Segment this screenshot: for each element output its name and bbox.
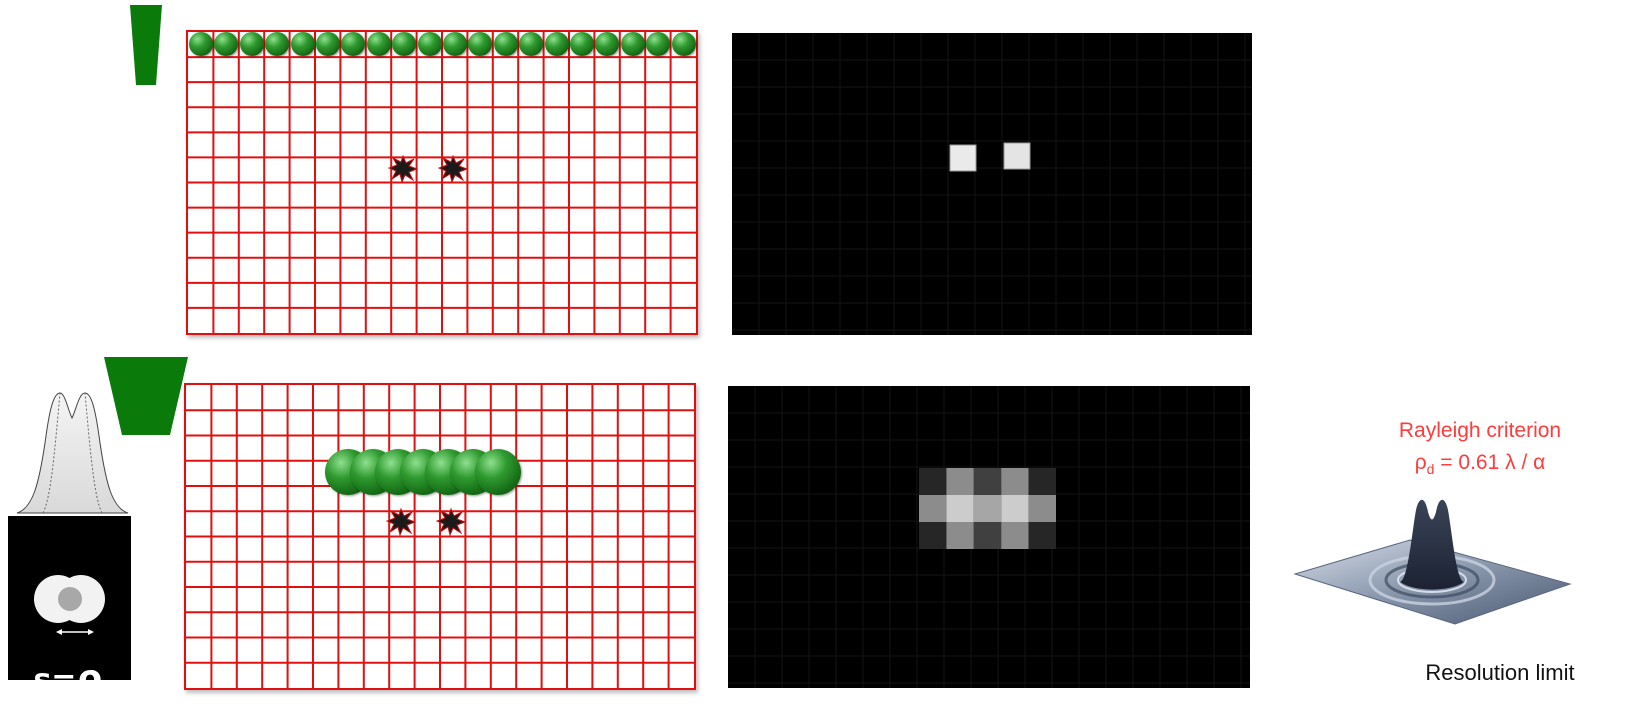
blurred-pixel [946, 522, 973, 549]
fluorescent-bead [672, 32, 696, 56]
bottom-camera-image [728, 386, 1250, 688]
sample-particle-icon [438, 155, 468, 183]
blurred-pixel [1001, 495, 1028, 522]
fluorescent-bead [418, 32, 442, 56]
sample-particle-icon [388, 155, 418, 183]
fluorescent-bead [341, 32, 365, 56]
fluorescent-bead [291, 32, 315, 56]
blurred-pixel [974, 522, 1001, 549]
fluorescent-bead [265, 32, 289, 56]
blurred-pixel [974, 495, 1001, 522]
blurred-pixel [1001, 468, 1028, 495]
top-bead-row [186, 30, 698, 60]
fluorescent-bead [240, 32, 264, 56]
blurred-pixel [1029, 495, 1056, 522]
blurred-pixel [919, 468, 946, 495]
rayleigh-criterion: Rayleigh criterion ρd = 0.61 λ / α [1360, 415, 1600, 485]
fluorescent-bead [367, 32, 391, 56]
fluorescent-bead [545, 32, 569, 56]
overlap-spot-panel [8, 516, 131, 680]
separation-label: s=ρd [15, 658, 135, 702]
blurred-pixel [974, 468, 1001, 495]
fluorescent-bead [621, 32, 645, 56]
fluorescent-bead [570, 32, 594, 56]
airy-surface-plot [1290, 492, 1575, 632]
fluorescent-bead [214, 32, 238, 56]
blurred-pixel [1029, 522, 1056, 549]
rayleigh-title: Rayleigh criterion [1360, 415, 1600, 447]
sample-particle-icon [436, 508, 466, 536]
blurred-pixel [946, 495, 973, 522]
fluorescent-bead [443, 32, 467, 56]
fluorescent-bead [494, 32, 518, 56]
fluorescent-bead [475, 449, 521, 495]
resolution-limit-label: Resolution limit [1400, 660, 1600, 686]
sample-particle-icon [386, 508, 416, 536]
top-camera-image [732, 33, 1252, 335]
fluorescent-bead [646, 32, 670, 56]
bright-pixel [950, 145, 976, 171]
blurred-pixel [946, 468, 973, 495]
fluorescent-bead [468, 32, 492, 56]
fluorescent-bead [189, 32, 213, 56]
rayleigh-formula: ρd = 0.61 λ / α [1360, 447, 1600, 485]
fluorescent-bead [392, 32, 416, 56]
narrow-objective-icon [128, 5, 164, 85]
blurred-pixel [1001, 522, 1028, 549]
blurred-pixel [919, 522, 946, 549]
blurred-pixel [919, 495, 946, 522]
bottom-sample-grid [184, 383, 696, 690]
double-peak-profile [15, 388, 130, 516]
bottom-bead-cluster [320, 446, 530, 498]
fluorescent-bead [316, 32, 340, 56]
fluorescent-bead [595, 32, 619, 56]
blurred-pixel [1029, 468, 1056, 495]
bright-pixel [1004, 143, 1030, 169]
fluorescent-bead [519, 32, 543, 56]
